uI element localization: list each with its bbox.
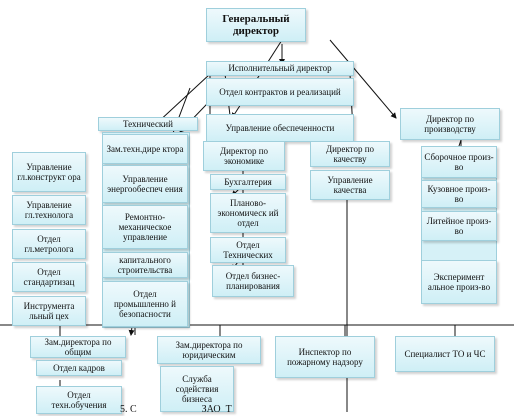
box-deputy-general-affairs: Зам.директора по общим — [30, 336, 126, 358]
box-standardization-dept: Отдел стандартизац — [12, 262, 86, 292]
box-metrologist-dept: Отдел гл.метролога — [12, 229, 86, 259]
box-production-director: Директор по производству — [400, 108, 500, 140]
box-planning-economic: Планово- экономическ ий отдел — [210, 193, 286, 233]
box-safety-specialist: Специалист ТО и ЧС — [395, 336, 495, 372]
box-deputy-legal: Зам.директора по юридическим — [157, 336, 261, 364]
box-energy-management: Управление энергообеспеч ения — [102, 165, 188, 203]
box-chief-designer: Управление гл.конструкт ора — [12, 152, 86, 192]
figure-caption: 5. С ЗАО Т — [120, 404, 232, 415]
box-industrial-safety: Отдел промышленно й безопасности — [102, 281, 188, 327]
box-experimental-production: Эксперимент альное произ-во — [421, 260, 497, 304]
box-hr-dept: Отдел кадров — [36, 360, 122, 376]
box-accounting: Бухгалтерия — [210, 174, 286, 190]
box-general-director: Генеральный директор — [206, 8, 306, 42]
box-technical: Технический — [98, 117, 198, 131]
box-quality-director: Директор по качеству — [310, 141, 390, 167]
box-fire-inspector: Инспектор по пожарному надзору — [275, 336, 375, 378]
box-technical-dept: Отдел Технических — [210, 237, 286, 263]
box-repair-mechanical: Ремонтно- механическое управление — [102, 205, 188, 249]
box-forge-production: Кузовное произ-во — [421, 180, 497, 208]
box-executive-director: Исполнительный директор — [206, 61, 354, 76]
box-business-security: Служба содействия бизнеса — [160, 366, 234, 412]
box-assembly-production: Сборочное произ-во — [421, 146, 497, 178]
box-training-dept: Отдел техн.обучения — [36, 386, 122, 414]
box-quality-management: Управление качества — [310, 170, 390, 200]
box-contracts-dept: Отдел контрактов и реализаций — [206, 78, 354, 106]
box-economics-director: Директор по экономике — [203, 141, 285, 171]
box-deputy-technical-director: Зам.техн.дире ктора — [102, 134, 188, 164]
box-chief-technologist: Управление гл.технолога — [12, 195, 86, 225]
box-tool-shop: Инструмента льный цех — [12, 296, 86, 326]
box-capital-construction: капитального строительства — [102, 252, 188, 278]
box-foundry-production: Литейное произ-во — [421, 211, 497, 241]
box-business-planning: Отдел бизнес- планирования — [212, 265, 294, 297]
box-supply-management: Управление обеспеченности — [206, 114, 354, 142]
